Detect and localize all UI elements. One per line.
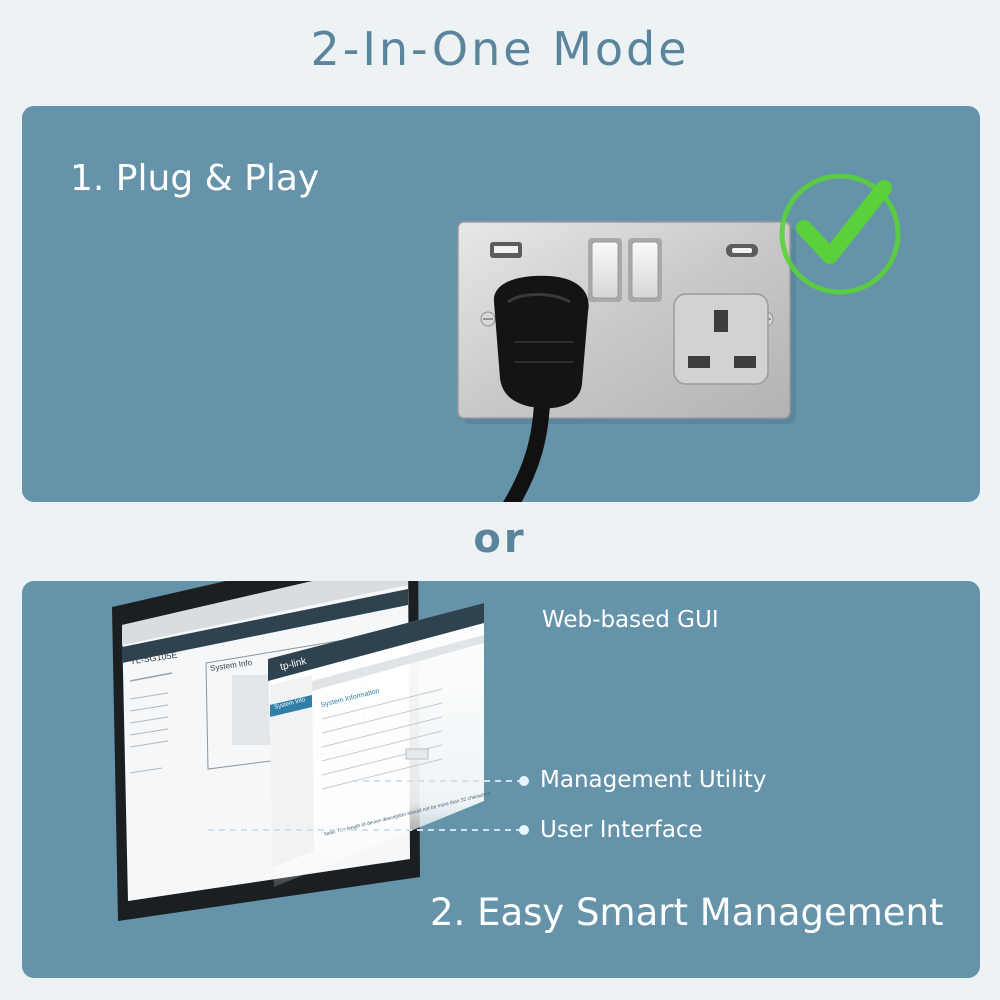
wall-socket-illustration [457, 173, 901, 502]
management-utility-label: Management Utility [540, 767, 767, 793]
or-separator: or [473, 516, 527, 562]
rocker-switch-right [631, 241, 659, 299]
app-window-illustration [268, 603, 484, 887]
power-cable [503, 396, 550, 502]
app-window [268, 603, 484, 887]
web-gui-label: Web-based GUI [542, 607, 719, 633]
callout-dot-ui [519, 825, 529, 835]
rocker-switch-left [591, 241, 619, 299]
page-title: 2-In-One Mode [310, 22, 690, 76]
plug-and-play-panel: 1. Plug & Play [22, 106, 980, 502]
callout-dot-utility [519, 776, 529, 786]
empty-outlet [673, 293, 769, 385]
check-icon [796, 180, 892, 264]
smart-management-heading: 2. Easy Smart Management [430, 891, 944, 934]
user-interface-label: User Interface [540, 817, 703, 843]
check-ring [779, 173, 901, 295]
smart-management-panel: TL-SG105E System Info tp-link System Inf [22, 581, 980, 978]
plug-and-play-heading: 1. Plug & Play [70, 158, 320, 199]
callout-lines [208, 776, 529, 835]
